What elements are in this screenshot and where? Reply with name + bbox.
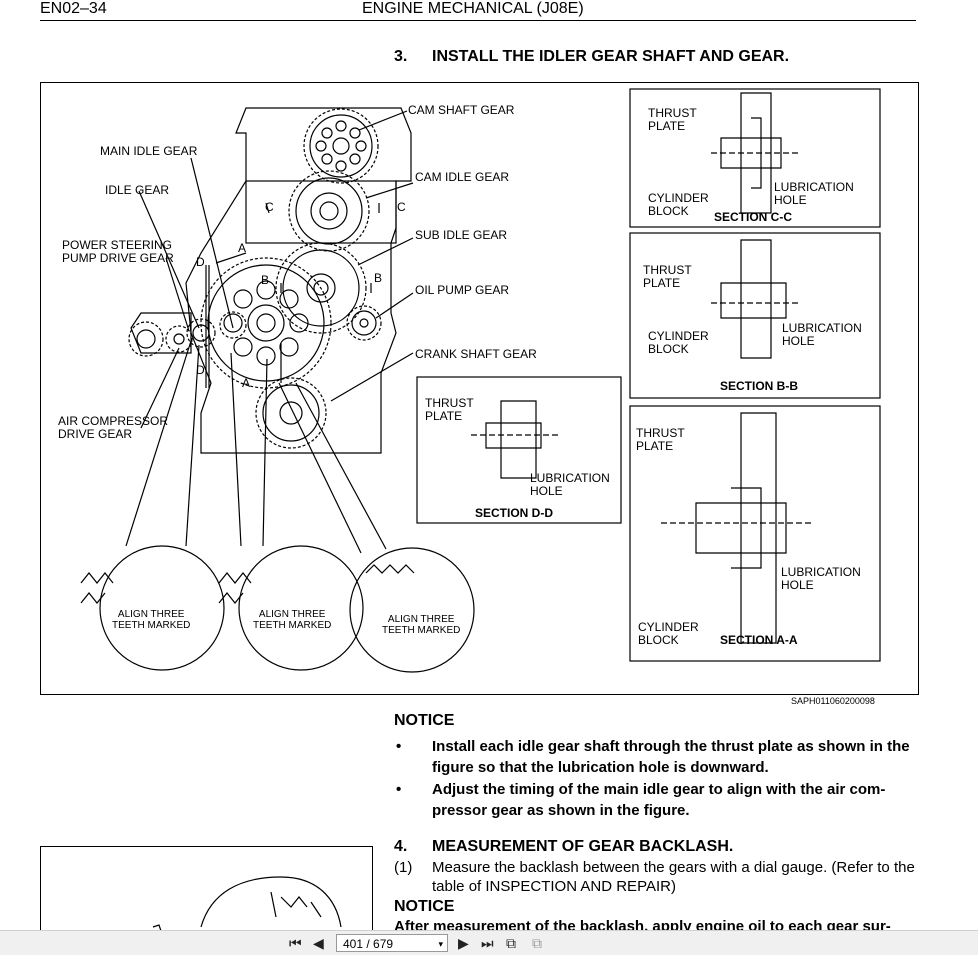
step3-title: INSTALL THE IDLER GEAR SHAFT AND GEAR.	[432, 48, 790, 65]
label-crank-shaft-gear: CRANK SHAFT GEAR	[415, 347, 537, 361]
label-air-compressor: AIR COMPRESSOR DRIVE GEAR	[58, 414, 169, 441]
bullet-marker-1: •	[396, 738, 402, 755]
notice-title: NOTICE	[394, 712, 455, 729]
section-mark-d-top: D	[196, 255, 205, 269]
align-teeth-note-1: ALIGN THREE TEETH MARKED	[112, 609, 191, 631]
section-aa-title: SECTION A-A	[720, 633, 798, 647]
label-cam-idle-gear: CAM IDLE GEAR	[415, 170, 510, 184]
bb-thrust-plate-label: THRUST PLATE	[643, 263, 692, 290]
bb-cylinder-block-label: CYLINDER BLOCK	[648, 329, 709, 356]
label-cam-shaft-gear: CAM SHAFT GEAR	[408, 103, 515, 117]
backlash-drawing	[152, 876, 342, 931]
cc-lubrication-hole-label: LUBRICATION HOLE	[774, 180, 854, 207]
notice-bullet-2: Adjust the timing of the main idle gear …	[432, 781, 886, 819]
dd-lubrication-hole-label: LUBRICATION HOLE	[530, 471, 610, 498]
gear-train-figure: CAM SHAFT GEAR MAIN IDLE GEAR IDLE GEAR …	[40, 82, 919, 695]
cc-cylinder-block-label: CYLINDER BLOCK	[648, 191, 709, 218]
previous-page-icon[interactable]: ◀	[313, 935, 324, 951]
next-view-icon[interactable]: ⧉	[532, 935, 542, 951]
bullet-marker-2: •	[396, 781, 402, 798]
label-power-steering: POWER STEERING PUMP DRIVE GEAR	[62, 238, 174, 265]
section-mark-a-bottom: A	[242, 376, 251, 390]
section-mark-c-left: C	[265, 200, 274, 214]
step4-title: MEASUREMENT OF GEAR BACKLASH.	[432, 838, 734, 855]
cc-thrust-plate-label: THRUST PLATE	[648, 106, 697, 133]
label-idle-gear: IDLE GEAR	[105, 183, 170, 197]
notice2-title: NOTICE	[394, 898, 455, 915]
aa-thrust-plate-label: THRUST PLATE	[636, 426, 685, 453]
figure-id: SAPH011060200098	[791, 696, 875, 706]
align-teeth-note-3: ALIGN THREE TEETH MARKED	[382, 614, 461, 636]
step3-number: 3.	[394, 48, 408, 65]
label-main-idle-gear: MAIN IDLE GEAR	[100, 144, 198, 158]
section-mark-a-top: A	[238, 241, 247, 255]
page-number-text: 401 / 679	[343, 937, 394, 951]
section-mark-d-bottom: D	[196, 363, 205, 377]
page-number-field[interactable]: 401 / 679 ▾	[336, 934, 448, 952]
page-dropdown-icon[interactable]: ▾	[438, 939, 443, 949]
section-mark-b-right: B	[374, 271, 383, 285]
aa-cylinder-block-label: CYLINDER BLOCK	[638, 620, 699, 647]
aa-lubrication-hole-label: LUBRICATION HOLE	[781, 565, 861, 592]
header-rule	[40, 20, 916, 21]
notice-bullet-1: Install each idle gear shaft through the…	[432, 738, 910, 776]
label-oil-pump-gear: OIL PUMP GEAR	[415, 283, 510, 297]
label-sub-idle-gear: SUB IDLE GEAR	[415, 228, 508, 242]
dd-thrust-plate-label: THRUST PLATE	[425, 396, 474, 423]
previous-view-icon[interactable]: ⧉	[506, 935, 516, 951]
step4-number: 4.	[394, 838, 408, 855]
page-code: EN02–34	[40, 0, 107, 17]
align-teeth-note-2: ALIGN THREE TEETH MARKED	[253, 609, 332, 631]
section-dd-title: SECTION D-D	[475, 506, 553, 520]
section-mark-b-left: B	[261, 273, 270, 287]
step4-sub-number: (1)	[394, 859, 413, 876]
page-header-title: ENGINE MECHANICAL (J08E)	[362, 0, 584, 17]
gear-train-drawing	[80, 88, 881, 673]
last-page-icon[interactable]: ⏭	[481, 935, 494, 951]
section-mark-c-right: C	[397, 200, 406, 214]
bb-lubrication-hole-label: LUBRICATION HOLE	[782, 321, 862, 348]
section-bb-title: SECTION B-B	[720, 379, 798, 393]
first-page-icon[interactable]: ⏮	[289, 935, 302, 951]
next-page-icon[interactable]: ▶	[458, 935, 469, 951]
pdf-viewer-toolbar: ⏮ ◀ 401 / 679 ▾ ▶ ⏭ ⧉ ⧉	[0, 930, 978, 955]
backlash-figure	[40, 846, 373, 931]
section-cc-title: SECTION C-C	[714, 210, 792, 224]
step4-sub-text: Measure the backlash between the gears w…	[432, 859, 915, 895]
